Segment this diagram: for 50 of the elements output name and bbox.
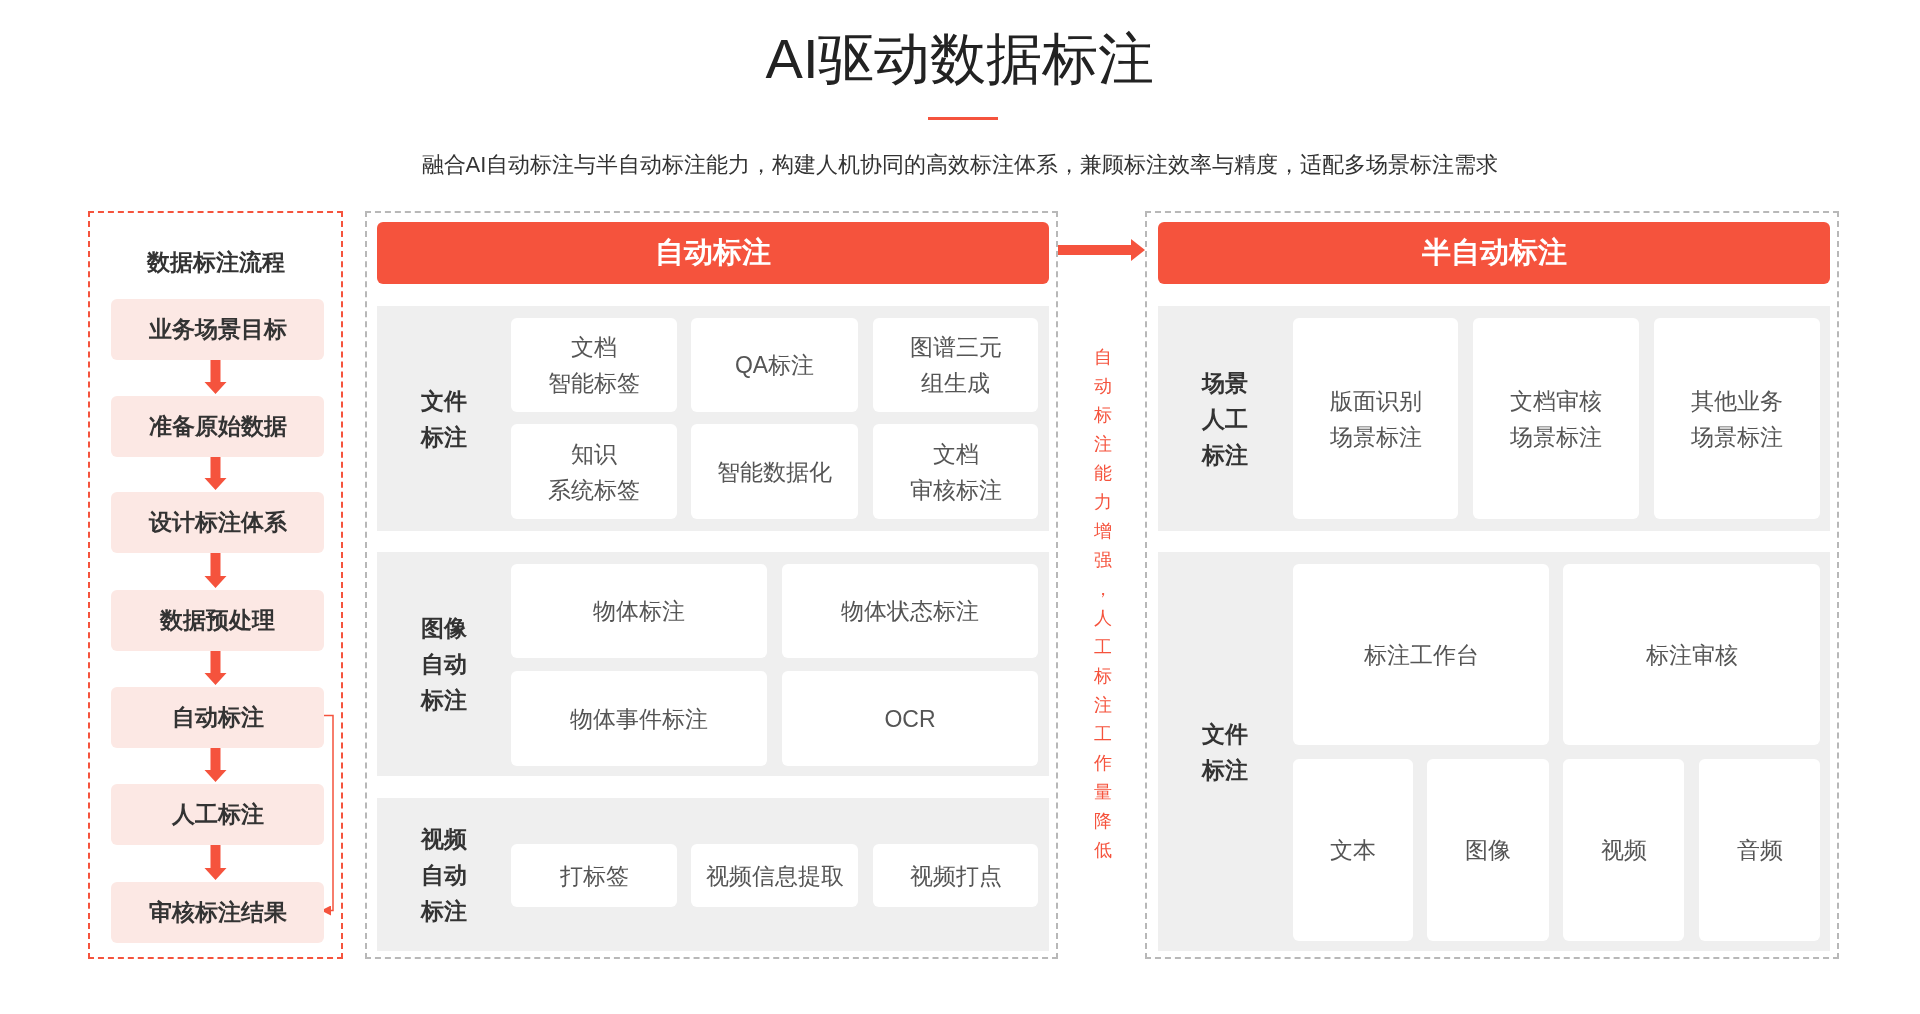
- down-arrow: [204, 649, 227, 685]
- panel-title: 图像自动标注: [419, 614, 468, 715]
- process-step: 审核标注结果: [111, 882, 324, 943]
- process-step: 业务场景目标: [111, 299, 324, 360]
- panel-title: 文件标注: [1200, 719, 1249, 785]
- process-step: 人工标注: [111, 784, 324, 845]
- tag-box: 物体标注: [511, 564, 767, 658]
- box-title: 数据标注流程: [145, 248, 286, 277]
- down-arrow: [204, 551, 227, 588]
- process-step: 数据预处理: [111, 590, 324, 651]
- down-arrow: [204, 358, 227, 394]
- down-arrow: [204, 843, 227, 880]
- tag-box: 物体状态标注: [782, 564, 1038, 658]
- process-step: 设计标注体系: [111, 492, 324, 553]
- tag-box: 视频: [1563, 759, 1684, 941]
- tag-box: 打标签: [511, 844, 677, 907]
- tag-box: 物体事件标注: [511, 671, 767, 766]
- tag-box: 视频打点: [873, 844, 1038, 907]
- section-header: 自动标注: [377, 222, 1049, 284]
- tag-box: 文档审核场景标注: [1473, 318, 1639, 519]
- down-arrow: [204, 455, 227, 490]
- tag-box: 图像: [1427, 759, 1549, 941]
- tag-box: 音频: [1699, 759, 1820, 941]
- panel-title: 场景人工标注: [1200, 368, 1249, 470]
- tag-box: 智能数据化: [691, 424, 858, 519]
- process-step: 自动标注: [111, 687, 324, 748]
- tag-box: 其他业务场景标注: [1654, 318, 1820, 519]
- tag-box: 文档智能标签: [511, 318, 677, 412]
- tag-box: 视频信息提取: [691, 844, 858, 907]
- tag-box: 知识系统标签: [511, 424, 677, 519]
- right-arrow: [1058, 239, 1145, 261]
- tag-box: 文档审核标注: [873, 424, 1038, 519]
- section-frame: [365, 211, 1058, 959]
- panel-title: 文件标注: [419, 386, 468, 452]
- tag-box: OCR: [782, 671, 1038, 766]
- panel-title: 视频自动标注: [419, 824, 468, 926]
- section-frame: [1145, 211, 1839, 959]
- subtitle: 融合AI自动标注与半自动标注能力，构建人机协同的高效标注体系，兼顾标注效率与精度，适配多场景标注需求: [420, 151, 1500, 179]
- tag-box: 标注工作台: [1293, 564, 1549, 745]
- tag-box: 文本: [1293, 759, 1413, 941]
- vertical-note: 自动标注能力增强，人工标注工作量降低: [1093, 346, 1112, 862]
- tag-box: 标注审核: [1563, 564, 1820, 745]
- section-header: 半自动标注: [1158, 222, 1830, 284]
- tag-box: 图谱三元组生成: [873, 318, 1038, 412]
- tag-box: QA标注: [691, 318, 858, 412]
- down-arrow: [204, 746, 227, 782]
- process-step: 准备原始数据: [111, 396, 324, 457]
- process-frame: [88, 211, 343, 959]
- tag-box: 版面识别场景标注: [1293, 318, 1458, 519]
- title: AI驱动数据标注: [764, 26, 1156, 92]
